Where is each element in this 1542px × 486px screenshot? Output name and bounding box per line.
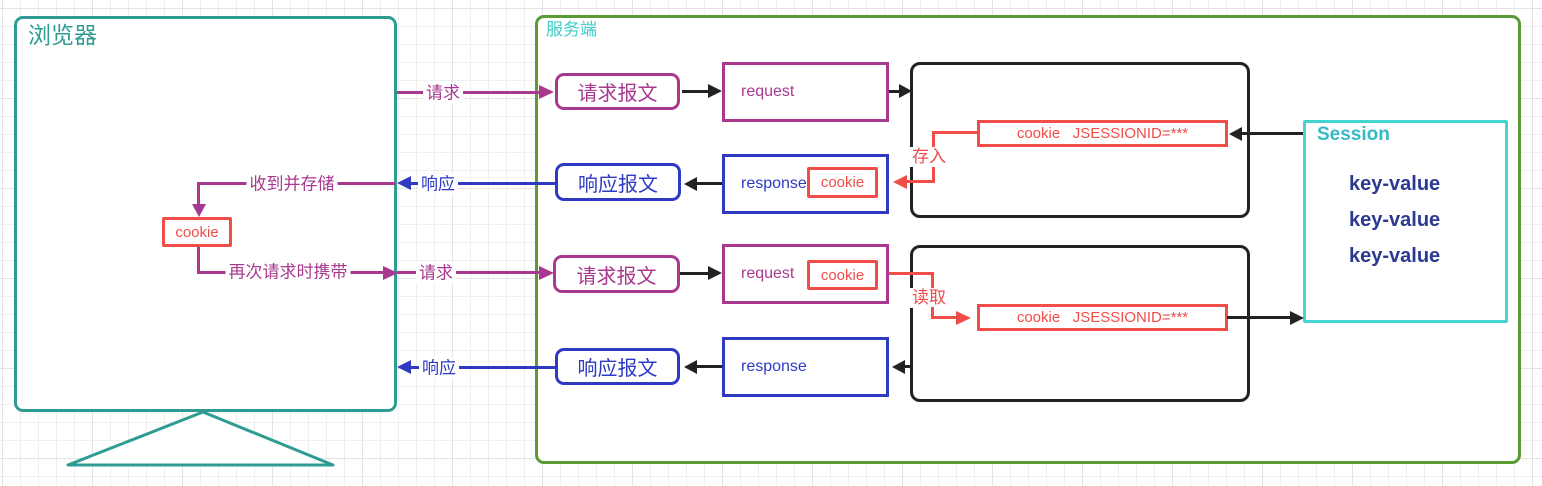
response-cookie-label-1: cookie — [820, 174, 865, 191]
response-label-1: 响应 — [418, 173, 458, 195]
store-path-v — [197, 182, 200, 205]
request-object-label-1: request — [741, 83, 795, 100]
request-message-box-1: 请求报文 — [555, 73, 680, 110]
reqmsg1-to-request1-head — [708, 84, 722, 98]
request-label-1: 请求 — [423, 82, 463, 104]
store-arrowhead-down — [192, 204, 206, 217]
store-red-v2 — [932, 167, 935, 181]
response-arrow-2-line — [411, 366, 555, 369]
response-object-box-2: response — [722, 337, 889, 397]
request-label-2: 请求 — [416, 262, 456, 284]
store-label: 存入 — [910, 147, 948, 168]
response-object-label-1: response — [741, 175, 807, 192]
read-red-h2 — [933, 316, 956, 319]
response-arrow-1-line — [411, 182, 555, 185]
cookie-jsessionid-label-1: cookie JSESSIONID=*** — [1016, 125, 1189, 142]
store-red-h1 — [935, 131, 977, 134]
response-cookie-box-1: cookie — [807, 167, 878, 198]
response2-to-respmsg2-head — [684, 360, 697, 374]
store-red-h2 — [906, 180, 935, 183]
request-object-box-1: request — [722, 62, 889, 122]
monitor-stand — [66, 410, 335, 467]
session-entry-3: key-value — [1349, 245, 1441, 267]
response-message-box-1: 响应报文 — [555, 163, 681, 201]
cookie-jsessionid-box-1: cookie JSESSIONID=*** — [977, 120, 1228, 147]
read-label: 读取 — [910, 288, 948, 309]
servlet2-to-response2-line — [905, 365, 910, 368]
response-object-label-2: response — [741, 358, 807, 375]
session-to-cookie1-head — [1229, 127, 1242, 141]
response2-to-respmsg2-line — [697, 365, 722, 368]
request-message-label-1: 请求报文 — [577, 83, 658, 105]
session-box — [1303, 120, 1508, 323]
response1-to-respmsg1-line — [697, 182, 722, 185]
resend-arrowhead-right — [383, 266, 398, 280]
request1-to-servlet1-line — [889, 90, 899, 93]
cookie2-to-session-line — [1227, 316, 1290, 319]
session-to-cookie1-line — [1242, 132, 1303, 135]
store-red-v1 — [932, 131, 935, 148]
response-label-2: 响应 — [419, 357, 459, 379]
request-cookie-label-2: cookie — [820, 266, 865, 284]
response-message-label-2: 响应报文 — [577, 358, 658, 380]
servlet2-to-response2-head — [892, 360, 905, 374]
cookie-jsessionid-label-2: cookie JSESSIONID=*** — [1016, 309, 1189, 326]
request-cookie-box-2: cookie — [807, 260, 878, 290]
response1-to-respmsg1-head — [684, 177, 697, 191]
request-object-box-2: request cookie — [722, 244, 889, 304]
resend-path-v — [197, 247, 200, 272]
read-red-h1 — [889, 272, 934, 275]
session-entry-1: key-value — [1349, 173, 1441, 195]
request1-to-servlet1-head — [899, 84, 912, 98]
response-arrow-2-head — [397, 360, 411, 374]
request-object-label-2: request — [741, 265, 795, 282]
browser-title: 浏览器 — [28, 22, 97, 48]
browser-cookie-label: cookie — [175, 223, 219, 241]
store-red-head — [893, 175, 907, 189]
cookie-jsessionid-box-2: cookie JSESSIONID=*** — [977, 304, 1228, 331]
cookie2-to-session-head — [1290, 311, 1304, 325]
response-message-box-2: 响应报文 — [555, 348, 680, 385]
reqmsg2-to-request2-line — [680, 272, 708, 275]
read-red-head — [956, 311, 971, 325]
request-message-label-2: 请求报文 — [576, 265, 657, 288]
response-arrow-1-head — [397, 176, 411, 190]
reqmsg2-to-request2-head — [708, 266, 722, 280]
request-message-box-2: 请求报文 — [553, 255, 680, 293]
read-red-v1 — [931, 272, 934, 289]
resend-label: 再次请求时携带 — [225, 261, 351, 283]
read-red-v2 — [931, 307, 934, 319]
response-object-box-1: response cookie — [722, 154, 889, 214]
response-message-label-1: 响应报文 — [578, 173, 658, 196]
request-arrow-2-head — [539, 266, 554, 280]
session-title: Session — [1317, 124, 1390, 145]
browser-cookie-box: cookie — [162, 217, 232, 247]
request-arrow-2-line — [397, 271, 539, 274]
reqmsg1-to-request1-line — [682, 90, 708, 93]
received-store-label: 收到并存储 — [246, 173, 338, 195]
request-arrow-1-head — [539, 85, 554, 99]
session-entry-2: key-value — [1349, 209, 1441, 231]
server-title: 服务端 — [546, 20, 597, 39]
request-arrow-1-line — [397, 91, 539, 94]
